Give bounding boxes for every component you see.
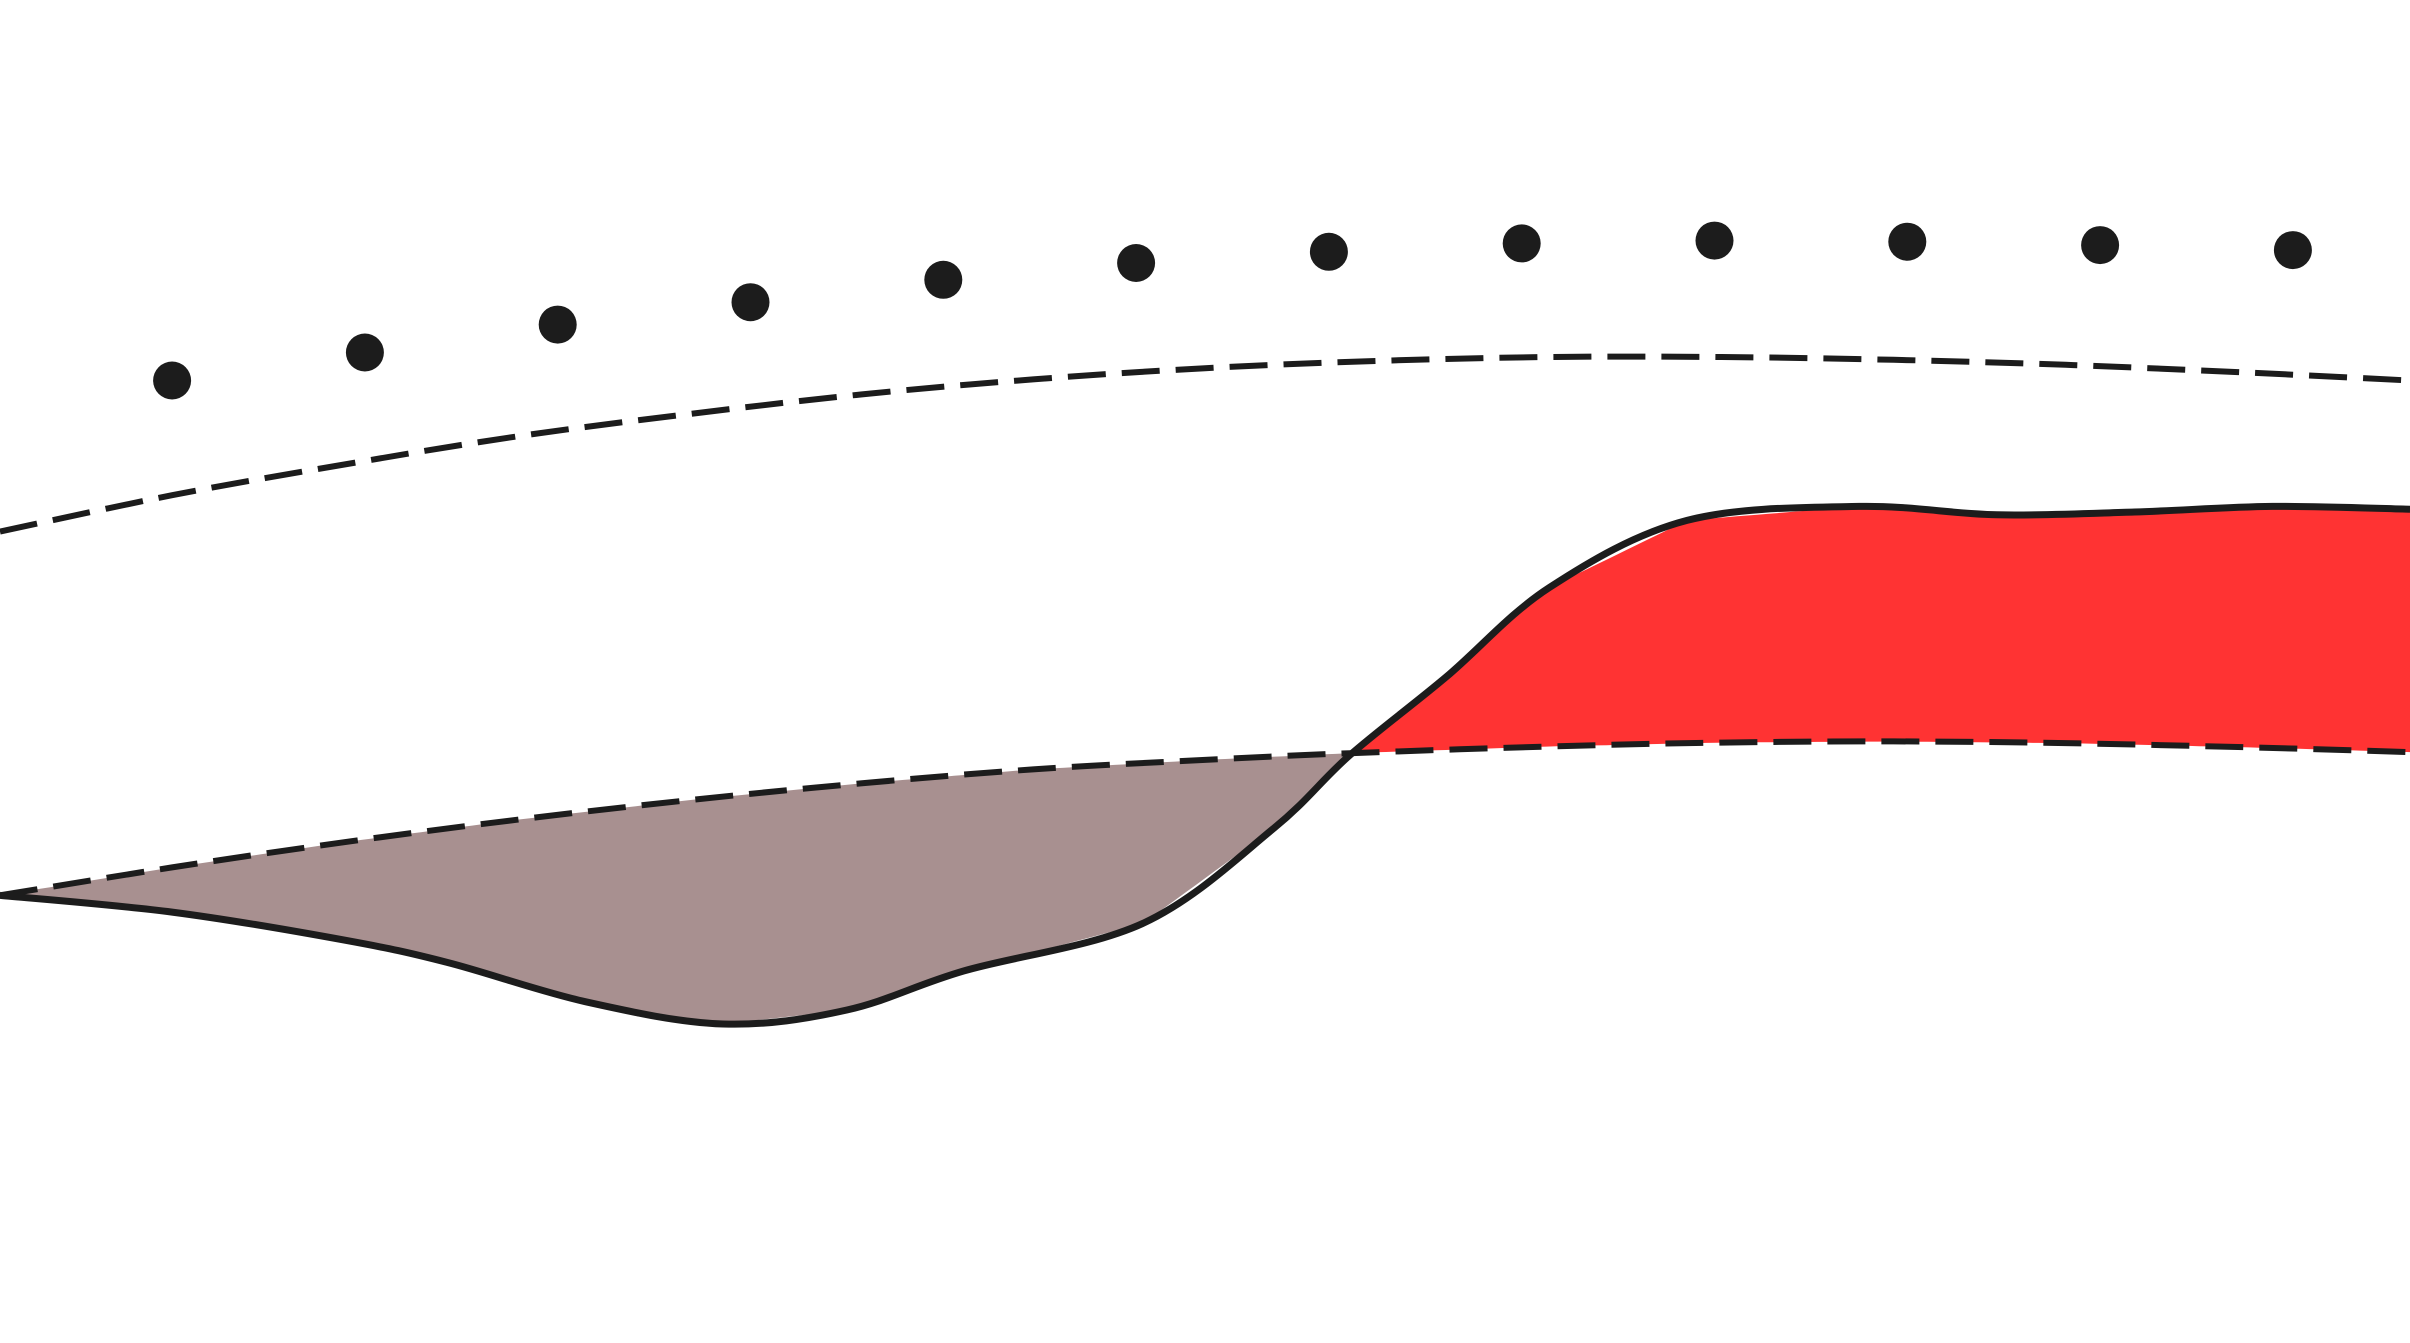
negative-shaded-area — [10, 750, 1356, 1024]
dot-point — [731, 283, 770, 322]
upper-dashed-series-line — [0, 353, 2410, 535]
dot-point — [924, 260, 963, 299]
dot-point — [1502, 224, 1541, 263]
dot-point — [2081, 226, 2120, 265]
dot-point — [1309, 232, 1348, 271]
series-lines — [0, 353, 2410, 1028]
dot-point — [1695, 221, 1734, 260]
dot-point — [1888, 222, 1927, 261]
dot-point — [153, 361, 192, 400]
dot-point — [1117, 244, 1156, 282]
positive-shaded-area — [1355, 506, 2410, 753]
dot-point — [345, 333, 384, 372]
dot-point — [2273, 231, 2312, 270]
solid-series-line — [0, 502, 2410, 1028]
lower-dashed-series-line — [0, 738, 2410, 899]
dot-series — [153, 221, 2312, 400]
dot-point — [538, 305, 577, 344]
